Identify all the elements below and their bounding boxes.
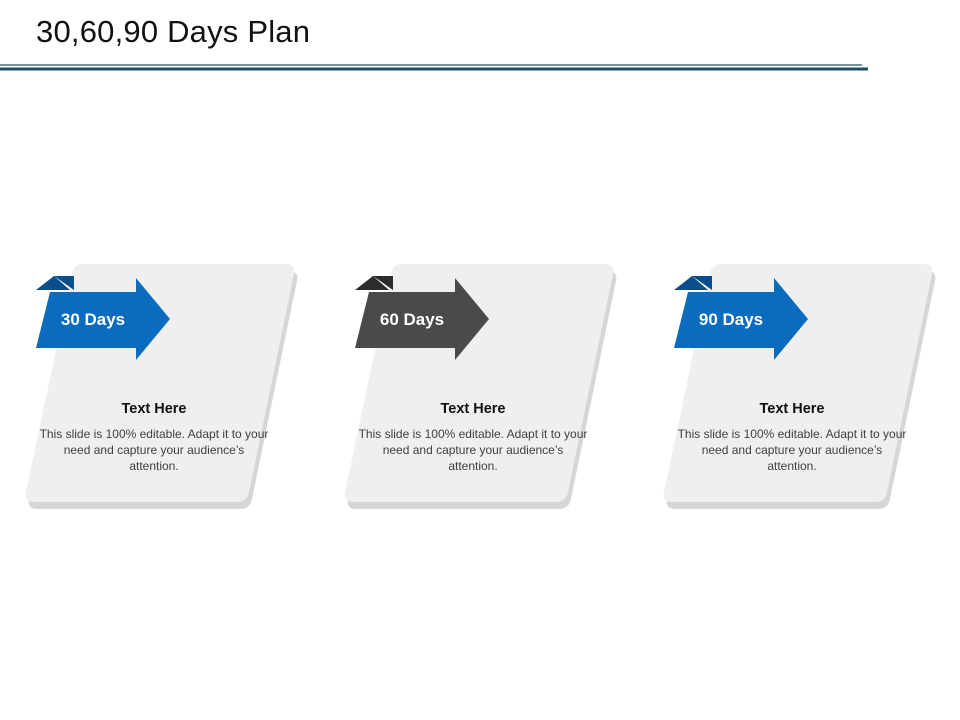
arrow-label: 60 Days (379, 310, 445, 329)
slide-title: 30,60,90 Days Plan (36, 14, 311, 49)
arrow-marker-60-days (355, 276, 489, 360)
plan-card-90-days: 90 Days Text Here This slide is 100% edi… (662, 258, 942, 516)
card-body-text: This slide is 100% editable. Adapt it to… (677, 427, 907, 473)
card-heading: Text Here (759, 401, 825, 417)
arrow-label: 90 Days (698, 310, 764, 329)
arrow-marker-30-days (36, 276, 170, 360)
arrow-marker-90-days (674, 276, 808, 360)
card-body-text: This slide is 100% editable. Adapt it to… (39, 427, 269, 473)
card-heading: Text Here (121, 401, 187, 417)
title-divider (0, 64, 868, 71)
plan-card-60-days: 60 Days Text Here This slide is 100% edi… (343, 258, 623, 516)
plan-card-30-days: 30 Days Text Here This slide is 100% edi… (24, 258, 304, 516)
card-heading: Text Here (440, 401, 506, 417)
card-body-text: This slide is 100% editable. Adapt it to… (358, 427, 588, 473)
arrow-label: 30 Days (60, 310, 126, 329)
